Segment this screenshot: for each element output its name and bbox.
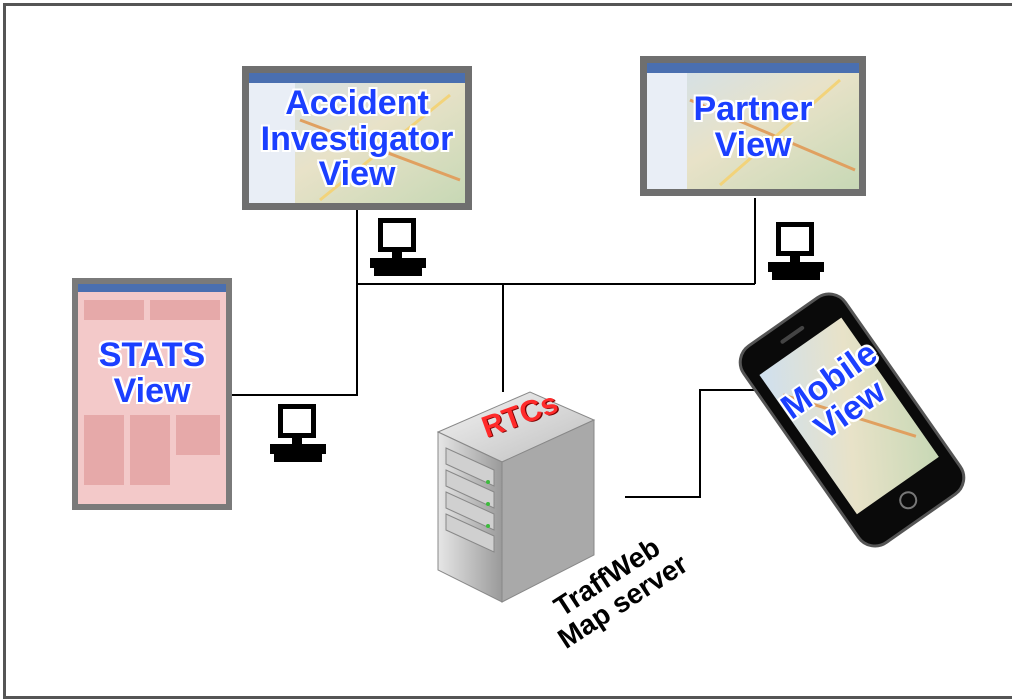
partner-view-label: Partner View xyxy=(640,90,866,164)
partner-monitor xyxy=(640,56,866,196)
smartphone-icon xyxy=(738,292,966,548)
partner-view-line2: View xyxy=(714,125,792,164)
stats-view-line2: View xyxy=(113,371,191,410)
workstation-icon xyxy=(270,404,326,462)
stats-monitor xyxy=(72,278,232,510)
accident-view-line2: Investigator xyxy=(260,119,454,158)
accident-view-line3: View xyxy=(318,155,396,194)
accident-monitor xyxy=(242,66,472,210)
workstation-icon xyxy=(768,222,824,280)
stats-view-line1: STATS xyxy=(98,336,206,374)
workstation-icon xyxy=(370,218,426,276)
stats-view-label: STATS View xyxy=(72,336,232,410)
partner-view-line1: Partner xyxy=(693,90,813,128)
accident-view-line1: Accident xyxy=(285,84,429,122)
accident-view-label: Accident Investigator View xyxy=(242,84,472,194)
server-tower-icon xyxy=(436,391,596,603)
connector-stats xyxy=(230,284,358,396)
